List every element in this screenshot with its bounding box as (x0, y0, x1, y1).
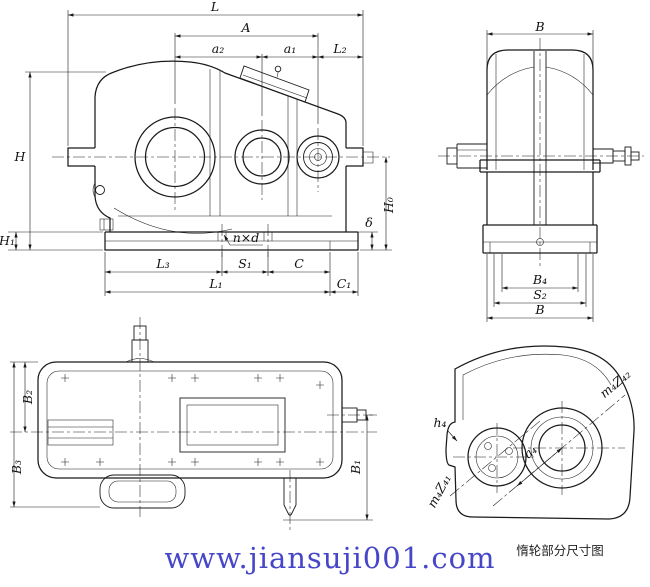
side-housing-outline (479, 49, 601, 254)
dim-label-L2: L₂ (332, 41, 346, 56)
idler-dimension-labels: a₄ h₄ m₄Z₄₂ m₄Z₄₁ (425, 366, 634, 510)
front-centerlines (52, 108, 390, 258)
dim-label-H0: H₀ (381, 197, 396, 214)
top-bottom-boss (99, 474, 186, 509)
dim-label-delta: δ (365, 215, 373, 230)
top-extension-lines (10, 361, 373, 521)
dim-label-B-top: B (534, 20, 544, 34)
lifting-lug-hole (95, 185, 105, 195)
idler-dimension-lines (447, 430, 563, 487)
oil-line-curve (113, 207, 233, 234)
side-dimension-lines (487, 32, 593, 320)
flange-bolt-marks (61, 374, 324, 466)
side-output-shaft (446, 143, 487, 169)
dim-label-A: A (240, 20, 250, 35)
dim-label-C: C (294, 256, 304, 271)
dim-label-S1: S₁ (238, 256, 252, 271)
front-dimension-labels: L A a₂ a₁ L₂ H H₁ H₀ δ n×d L₃ S₁ C L₁ C₁ (0, 0, 396, 291)
idler-view-caption: 惰轮部分尺寸图 (516, 543, 604, 558)
front-inspection-cover (239, 65, 310, 103)
dim-label-H1: H₁ (0, 233, 15, 248)
intermediate-bore-circle (234, 129, 290, 185)
dim-label-L: L (210, 0, 219, 14)
dim-label-B3: B₃ (9, 460, 24, 475)
top-internal-shaft (47, 419, 114, 446)
dim-label-B1: B₁ (348, 460, 363, 475)
side-extension-lines (486, 30, 594, 322)
front-extension-lines (8, 10, 392, 296)
dim-label-B2: B₂ (20, 390, 35, 405)
dim-label-h4: h₄ (433, 415, 446, 430)
base-bolt-hole (536, 238, 544, 246)
drain-plug (99, 218, 114, 231)
top-centerlines (10, 317, 377, 530)
dim-label-S2: S₂ (533, 287, 547, 302)
idler-view-drawing: a₄ h₄ m₄Z₄₂ m₄Z₄₁ (425, 345, 635, 520)
top-dimension-lines (12, 362, 369, 520)
top-view-drawing: B₂ B₃ B₁ (9, 317, 377, 530)
dim-label-a1: a₁ (284, 41, 296, 56)
top-vertical-shaft (125, 325, 155, 363)
top-inspection-cover (179, 397, 286, 453)
side-view-drawing: B B₄ S₂ B (438, 20, 644, 322)
dim-label-m4Z41: m₄Z₄₁ (425, 472, 454, 510)
top-dimension-labels: B₂ B₃ B₁ (9, 390, 363, 475)
side-centerlines (438, 38, 644, 268)
front-housing-outline (67, 60, 374, 251)
top-down-shaft (283, 478, 297, 516)
dim-label-nxd: n×d (233, 230, 260, 245)
front-bearing-bores (134, 69, 340, 216)
dim-label-H: H (14, 149, 27, 164)
front-dimension-lines (14, 13, 388, 294)
dim-label-L1: L₁ (208, 276, 222, 291)
dim-label-B4: B₄ (532, 272, 547, 287)
idler-housing-outline (445, 345, 635, 520)
dim-label-B-bottom: B (534, 302, 544, 317)
side-dimension-labels: B B₄ S₂ B (532, 20, 547, 317)
idler-centerlines (449, 394, 626, 507)
dim-label-a2: a₂ (212, 41, 224, 56)
watermark-text: www.jiansuji001.com (164, 541, 496, 575)
front-view-drawing: L A a₂ a₁ L₂ H H₁ H₀ δ n×d L₃ S₁ C L₁ C₁ (0, 0, 396, 296)
output-bore-outer-circle (134, 116, 216, 198)
dim-label-C1: C₁ (337, 276, 352, 291)
side-input-shaft (593, 146, 640, 166)
dim-label-L3: L₃ (155, 256, 169, 271)
